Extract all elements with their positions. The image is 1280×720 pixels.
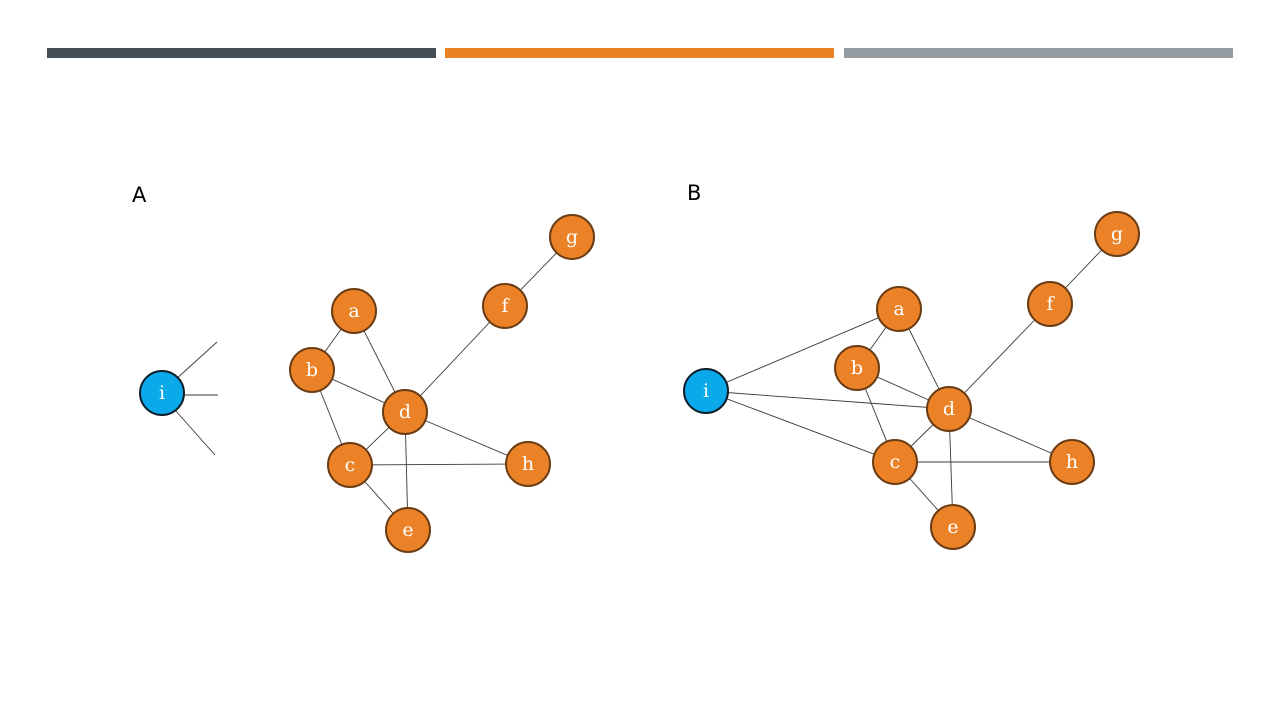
node-a-c: c (327, 442, 373, 488)
graph-panel-a: i a b c d e f g h (139, 214, 595, 553)
node-a-f: f (482, 283, 528, 329)
edge-b-i-c (705, 390, 896, 463)
node-circle-b-g (1094, 211, 1140, 257)
nodes-b: i a b c d e f g h (683, 211, 1140, 550)
stubs-a (174, 341, 218, 456)
node-label-a-d: d (399, 401, 411, 423)
node-label-b-d: d (943, 398, 955, 420)
node-b-e: e (930, 504, 976, 550)
node-circle-a-c (327, 442, 373, 488)
node-circle-a-i (139, 370, 185, 416)
node-label-a-h: h (522, 453, 534, 475)
node-label-b-g: g (1111, 223, 1123, 245)
accent-bar-gray (844, 48, 1233, 58)
panel-label-a: A (132, 183, 147, 207)
node-circle-a-a (331, 288, 377, 334)
node-b-h: h (1049, 439, 1095, 485)
node-circle-a-h (505, 441, 551, 487)
node-circle-b-h (1049, 439, 1095, 485)
node-b-d: d (926, 386, 972, 432)
node-b-a: a (876, 286, 922, 332)
node-circle-b-c (872, 439, 918, 485)
node-label-b-i: i (703, 380, 709, 402)
stub-edge-a-3 (174, 409, 216, 456)
node-b-f: f (1027, 281, 1073, 327)
edge-a-d-f (404, 305, 506, 413)
accent-bar-dark (47, 48, 436, 58)
node-label-a-c: c (345, 454, 356, 476)
node-b-i: i (683, 368, 729, 414)
node-circle-b-e (930, 504, 976, 550)
node-circle-b-b (834, 345, 880, 391)
node-circle-b-f (1027, 281, 1073, 327)
edge-a-c-h (349, 463, 529, 466)
stub-edge-a-1 (174, 341, 218, 381)
node-label-a-f: f (501, 295, 510, 317)
node-circle-a-d (382, 389, 428, 435)
panel-label-b: B (687, 181, 702, 205)
accent-bar-orange (445, 48, 834, 58)
node-circle-a-b (289, 347, 335, 393)
graph-panel-b: i a b c d e f g h (683, 211, 1140, 550)
node-a-d: d (382, 389, 428, 435)
node-a-a: a (331, 288, 377, 334)
node-label-b-a: a (893, 298, 904, 320)
node-a-i: i (139, 370, 185, 416)
node-label-a-e: e (402, 519, 413, 541)
node-label-b-b: b (851, 357, 863, 379)
node-a-e: e (385, 507, 431, 553)
node-label-a-a: a (348, 300, 359, 322)
node-b-g: g (1094, 211, 1140, 257)
node-circle-b-a (876, 286, 922, 332)
edge-b-i-a (705, 308, 900, 392)
node-circle-a-e (385, 507, 431, 553)
node-circle-a-f (482, 283, 528, 329)
node-circle-b-d (926, 386, 972, 432)
node-a-g: g (549, 214, 595, 260)
node-label-b-e: e (947, 516, 958, 538)
node-label-b-h: h (1066, 451, 1078, 473)
node-b-c: c (872, 439, 918, 485)
node-circle-a-g (549, 214, 595, 260)
node-circle-b-i (683, 368, 729, 414)
node-a-h: h (505, 441, 551, 487)
node-a-b: b (289, 347, 335, 393)
node-label-a-g: g (566, 226, 578, 248)
nodes-a: i a b c d e f g h (139, 214, 595, 553)
node-b-b: b (834, 345, 880, 391)
edge-b-i-d (705, 390, 950, 410)
node-label-b-c: c (890, 451, 901, 473)
edge-b-d-f (948, 303, 1051, 410)
node-label-b-f: f (1046, 293, 1055, 315)
node-label-a-i: i (159, 382, 165, 404)
edges-b (705, 233, 1118, 528)
node-label-a-b: b (306, 359, 318, 381)
